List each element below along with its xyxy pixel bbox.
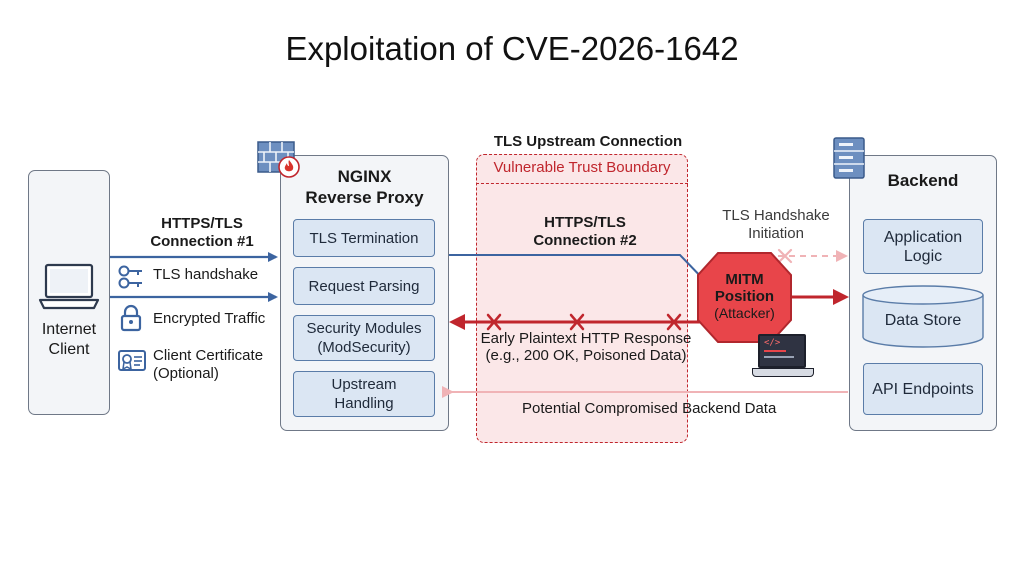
conn2-line2: Connection #2: [533, 232, 637, 249]
connection-1-label: HTTPS/TLS Connection #1: [132, 215, 272, 251]
security-modules-module: Security Modules (ModSecurity): [293, 315, 435, 361]
request-parsing-label: Request Parsing: [308, 277, 420, 295]
nginx-to-mitm-line: [449, 254, 708, 284]
x-mark-3: [666, 313, 682, 331]
trust-boundary-divider: [476, 183, 688, 184]
attacker-laptop-icon: </>: [752, 334, 814, 380]
diagram-title: Exploitation of CVE-2026-1642: [285, 30, 739, 67]
x-marks: [486, 313, 682, 331]
response-line1: Early Plaintext HTTP Response: [480, 330, 692, 347]
mitm-label: MITM Position (Attacker): [698, 271, 791, 322]
conn1-line1: HTTPS/TLS: [161, 215, 243, 232]
nginx-title-line2: Reverse Proxy: [305, 188, 424, 207]
lock-icon: [120, 304, 142, 332]
mitm-line3: (Attacker): [714, 305, 775, 321]
client-label-line2: Client: [48, 341, 90, 358]
conn2-line1: HTTPS/TLS: [544, 214, 626, 231]
legend-encrypted-traffic: Encrypted Traffic: [153, 310, 266, 327]
upstream-handling-module: Upstream Handling: [293, 371, 435, 417]
compromised-data-label: Potential Compromised Backend Data: [522, 400, 777, 417]
api-endpoints-module: API Endpoints: [863, 363, 983, 415]
server-icon: [833, 137, 865, 179]
mitm-line1: MITM: [725, 271, 764, 288]
upstream-handling-line1: Upstream: [331, 376, 397, 393]
request-parsing-module: Request Parsing: [293, 267, 435, 305]
application-logic-module: Application Logic: [863, 219, 983, 274]
key-icon: [118, 265, 142, 289]
upstream-header: TLS Upstream Connection: [493, 133, 683, 150]
application-logic-line1: Application: [883, 228, 963, 246]
legend-tls-handshake: TLS handshake: [153, 266, 259, 283]
legend-cert-line2: (Optional): [153, 365, 219, 382]
laptop-icon: [38, 263, 100, 310]
api-endpoints-label: API Endpoints: [872, 380, 974, 398]
application-logic-line2: Logic: [903, 247, 943, 265]
upstream-handling-line2: Handling: [334, 395, 394, 412]
data-store-cylinder: [862, 285, 984, 348]
trust-boundary-label: Vulnerable Trust Boundary: [493, 159, 671, 176]
security-modules-line1: Security Modules: [306, 320, 422, 337]
attacker-code-text: </>: [764, 338, 781, 348]
data-store-label: Data Store: [884, 312, 962, 329]
legend-cert-line1: Client Certificate: [153, 347, 264, 364]
nginx-title: NGINX Reverse Proxy: [280, 166, 449, 208]
plaintext-response-label: Early Plaintext HTTP Response (e.g., 200…: [476, 330, 696, 364]
handshake-label: TLS Handshake Initiation: [712, 207, 840, 243]
tls-termination-label: TLS Termination: [309, 229, 419, 247]
security-modules-line2: (ModSecurity): [317, 339, 411, 356]
trust-boundary-zone: [476, 154, 688, 443]
handshake-x-mark: [777, 248, 793, 264]
certificate-icon: [118, 350, 146, 371]
x-mark-2: [569, 313, 585, 331]
nginx-title-line1: NGINX: [337, 167, 392, 186]
connection-2-label: HTTPS/TLS Connection #2: [500, 214, 670, 250]
client-label-line1: Internet: [41, 321, 97, 338]
tls-termination-module: TLS Termination: [293, 219, 435, 257]
x-mark-1: [486, 313, 502, 331]
internet-client-label: Internet Client: [28, 320, 110, 360]
conn1-line2: Connection #1: [150, 233, 254, 250]
mitm-line2: Position: [714, 288, 775, 305]
backend-title: Backend: [887, 171, 959, 190]
response-line2: (e.g., 200 OK, Poisoned Data): [485, 347, 687, 364]
handshake-line1: TLS Handshake: [722, 207, 830, 224]
firewall-icon: [257, 141, 300, 178]
legend-client-certificate: Client Certificate (Optional): [153, 347, 263, 383]
handshake-line2: Initiation: [748, 225, 804, 242]
